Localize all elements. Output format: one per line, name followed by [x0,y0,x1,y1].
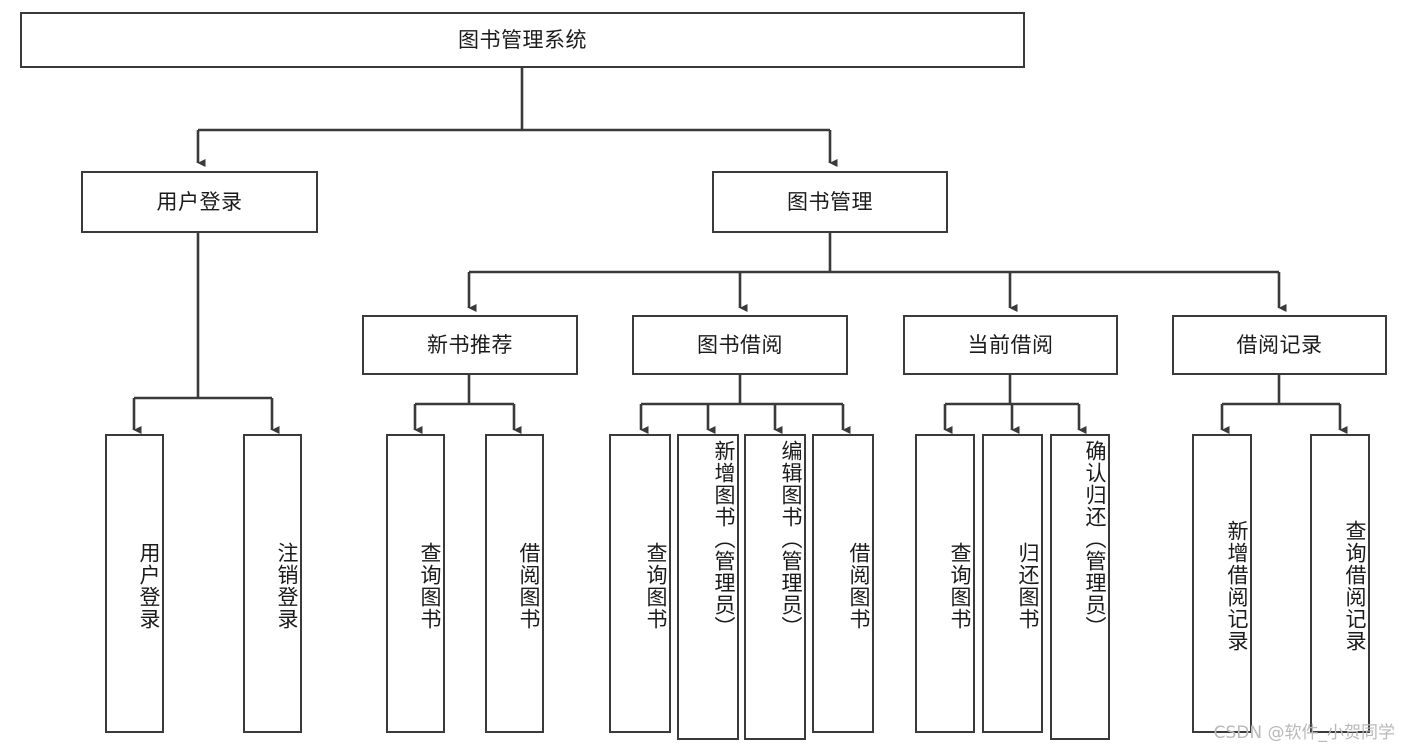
node-leaf-query-record[interactable]: 查询借阅记录 [1310,434,1370,733]
node-leaf-confirm-return-label: 确认归还（管理员） [1083,440,1107,638]
node-leaf-edit-book[interactable]: 编辑图书（管理员） [744,434,806,740]
node-leaf-edit-book-label: 编辑图书（管理员） [779,440,803,638]
node-leaf-borrow-book-2[interactable]: 借阅图书 [812,434,874,733]
node-root[interactable]: 图书管理系统 [20,12,1025,68]
node-leaf-borrow-book-1-label: 借阅图书 [517,541,541,630]
node-leaf-query-book-2-label: 查询图书 [644,541,668,630]
node-leaf-logout-login[interactable]: 注销登录 [243,434,302,733]
node-leaf-add-book[interactable]: 新增图书（管理员） [677,434,739,740]
node-book-borrow[interactable]: 图书借阅 [632,315,848,375]
node-current-borrow[interactable]: 当前借阅 [903,315,1118,375]
node-leaf-user-login[interactable]: 用户登录 [105,434,164,733]
node-leaf-query-record-label: 查询借阅记录 [1343,519,1367,652]
node-leaf-return-book-label: 归还图书 [1016,541,1040,630]
node-leaf-logout-login-label: 注销登录 [275,541,299,630]
node-leaf-query-book-1[interactable]: 查询图书 [386,434,445,733]
node-root-label: 图书管理系统 [458,27,587,52]
node-leaf-query-book-3-label: 查询图书 [948,541,972,630]
node-leaf-query-book-3[interactable]: 查询图书 [915,434,975,733]
node-leaf-confirm-return[interactable]: 确认归还（管理员） [1050,434,1110,740]
watermark-text: CSDN @软件_小贺同学 [1213,723,1395,743]
node-book-manage[interactable]: 图书管理 [712,171,948,233]
node-leaf-add-record-label: 新增借阅记录 [1225,519,1249,652]
node-leaf-user-login-label: 用户登录 [137,541,161,630]
node-user-login[interactable]: 用户登录 [81,171,318,233]
node-new-book-rec[interactable]: 新书推荐 [362,315,578,375]
node-book-borrow-label: 图书借阅 [697,332,783,357]
node-new-book-rec-label: 新书推荐 [427,332,513,357]
node-leaf-return-book[interactable]: 归还图书 [982,434,1043,733]
node-current-borrow-label: 当前借阅 [967,332,1054,357]
node-borrow-record-label: 借阅记录 [1236,332,1323,357]
node-borrow-record[interactable]: 借阅记录 [1172,315,1387,375]
node-leaf-query-book-1-label: 查询图书 [418,541,442,630]
node-leaf-query-book-2[interactable]: 查询图书 [609,434,671,733]
node-user-login-label: 用户登录 [156,189,243,214]
node-leaf-borrow-book-2-label: 借阅图书 [847,541,871,630]
node-leaf-add-record[interactable]: 新增借阅记录 [1192,434,1252,733]
node-leaf-borrow-book-1[interactable]: 借阅图书 [485,434,544,733]
node-book-manage-label: 图书管理 [787,189,873,214]
node-leaf-add-book-label: 新增图书（管理员） [712,440,736,638]
